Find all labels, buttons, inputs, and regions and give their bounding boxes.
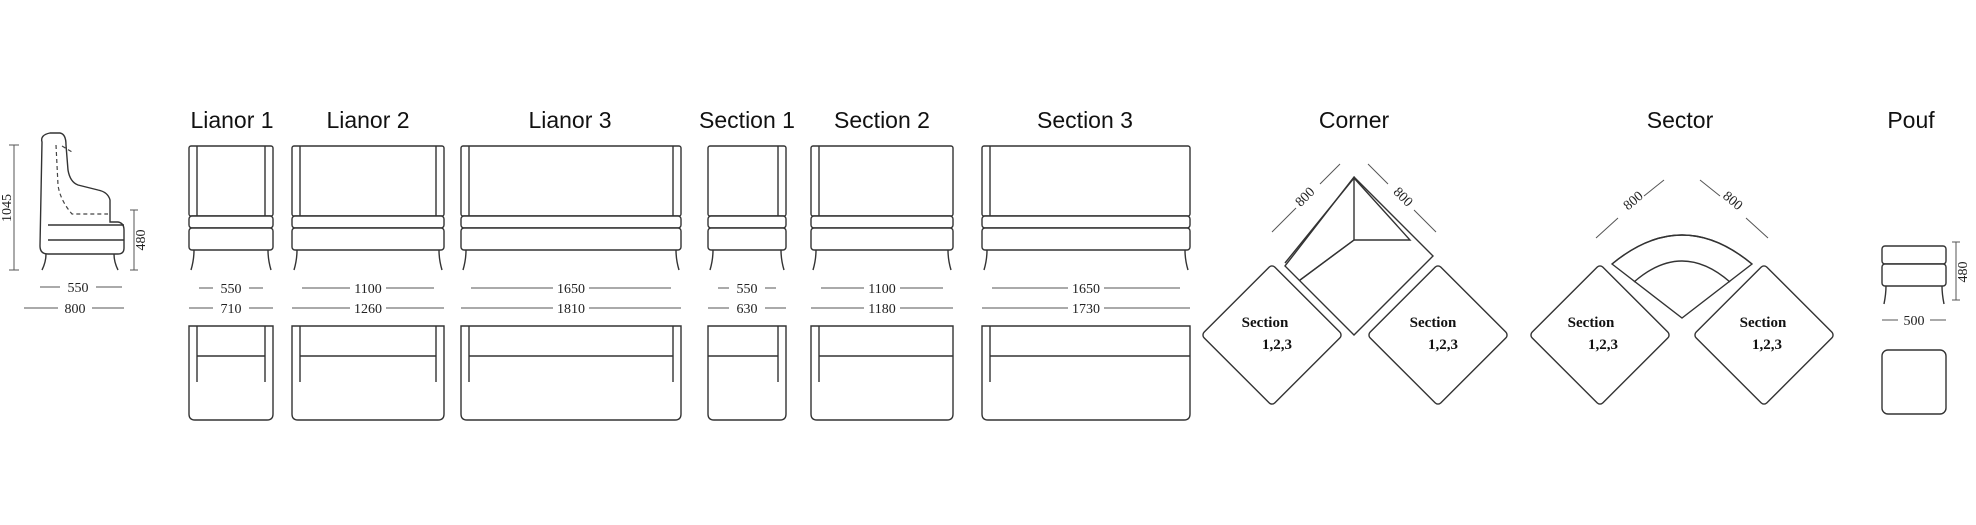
lianor1-inner-dim: 550: [221, 282, 242, 297]
corner-section-right: Section 1,2,3: [1368, 265, 1508, 405]
section1-inner-dim: 550: [737, 282, 758, 297]
title-pouf: Pouf: [1887, 107, 1935, 133]
pouf-module: 480 500: [1881, 241, 1971, 415]
lianor3-front-view: [460, 145, 682, 271]
corner-section-right-label-2: 1,2,3: [1428, 337, 1458, 353]
lianor3-inner-dim: 1650: [557, 282, 585, 297]
section3-overall-dim: 1730: [1072, 302, 1100, 317]
lianor2-front-view: [291, 145, 445, 271]
armchair-seat-height-label: 480: [134, 230, 149, 251]
sector-section-right-label-1: Section: [1740, 315, 1787, 331]
lianor3-plan-view: [460, 325, 682, 421]
title-section-3: Section 3: [1037, 107, 1133, 133]
corner-section-right-label-1: Section: [1410, 315, 1457, 331]
title-lianor-2: Lianor 2: [326, 107, 409, 133]
corner-left-dim: 800: [1293, 185, 1318, 210]
sofa-module-lianor2: 1100 1260: [291, 145, 445, 421]
section3-front-view: [981, 145, 1191, 271]
armchair-height-label: 1045: [0, 194, 15, 222]
section1-plan-view: [707, 325, 787, 421]
title-section-2: Section 2: [834, 107, 930, 133]
section1-overall-dim: 630: [737, 302, 758, 317]
title-lianor-3: Lianor 3: [528, 107, 611, 133]
section2-dimensions: 1100 1180: [811, 282, 953, 317]
lianor2-dimensions: 1100 1260: [292, 282, 444, 317]
corner-section-left: Section 1,2,3: [1202, 265, 1342, 405]
sector-section-right-label-2: 1,2,3: [1752, 337, 1782, 353]
section2-plan-view: [810, 325, 954, 421]
lianor1-plan-view: [188, 325, 274, 421]
sector-section-left-label-2: 1,2,3: [1588, 337, 1618, 353]
section2-front-view: [810, 145, 954, 271]
lianor3-overall-dim: 1810: [557, 302, 585, 317]
corner-section-left-label-2: 1,2,3: [1262, 337, 1292, 353]
sofa-module-section3: 1650 1730: [981, 145, 1191, 421]
title-corner: Corner: [1319, 107, 1390, 133]
section3-plan-view: [981, 325, 1191, 421]
section3-dimensions: 1650 1730: [982, 282, 1190, 317]
armchair-depth-inner-label: 550: [68, 281, 89, 296]
sector-section-left: Section 1,2,3: [1530, 265, 1670, 405]
pouf-width-dim: 500: [1904, 314, 1925, 329]
sofa-module-section2: 1100 1180: [810, 145, 954, 421]
lianor2-inner-dim: 1100: [354, 282, 381, 297]
armchair-side-view: 1045 480 550 800: [0, 132, 149, 317]
lianor2-plan-view: [291, 325, 445, 421]
sector-left-dim: 800: [1621, 189, 1647, 214]
lianor2-overall-dim: 1260: [354, 302, 382, 317]
module-titles: Lianor 1 Lianor 2 Lianor 3 Section 1 Sec…: [190, 107, 1935, 133]
sofa-modules: 5507101100126016501810550630110011801650…: [188, 145, 1191, 421]
title-lianor-1: Lianor 1: [190, 107, 273, 133]
title-section-1: Section 1: [699, 107, 795, 133]
section3-inner-dim: 1650: [1072, 282, 1100, 297]
sector-section-right: Section 1,2,3: [1694, 265, 1834, 405]
section2-inner-dim: 1100: [868, 282, 895, 297]
sector-section-left-label-1: Section: [1568, 315, 1615, 331]
section1-front-view: [707, 145, 787, 271]
title-sector: Sector: [1647, 107, 1714, 133]
pouf-height-dim: 480: [1956, 262, 1971, 283]
sector-right-dim: 800: [1719, 189, 1745, 214]
sofa-module-lianor3: 1650 1810: [460, 145, 682, 421]
section2-overall-dim: 1180: [868, 302, 895, 317]
lianor1-front-view: [188, 145, 274, 271]
armchair-depth-label: 800: [65, 302, 86, 317]
corner-section-left-label-1: Section: [1242, 315, 1289, 331]
corner-right-dim: 800: [1390, 185, 1415, 210]
lianor1-overall-dim: 710: [221, 302, 242, 317]
lianor3-dimensions: 1650 1810: [461, 282, 681, 317]
